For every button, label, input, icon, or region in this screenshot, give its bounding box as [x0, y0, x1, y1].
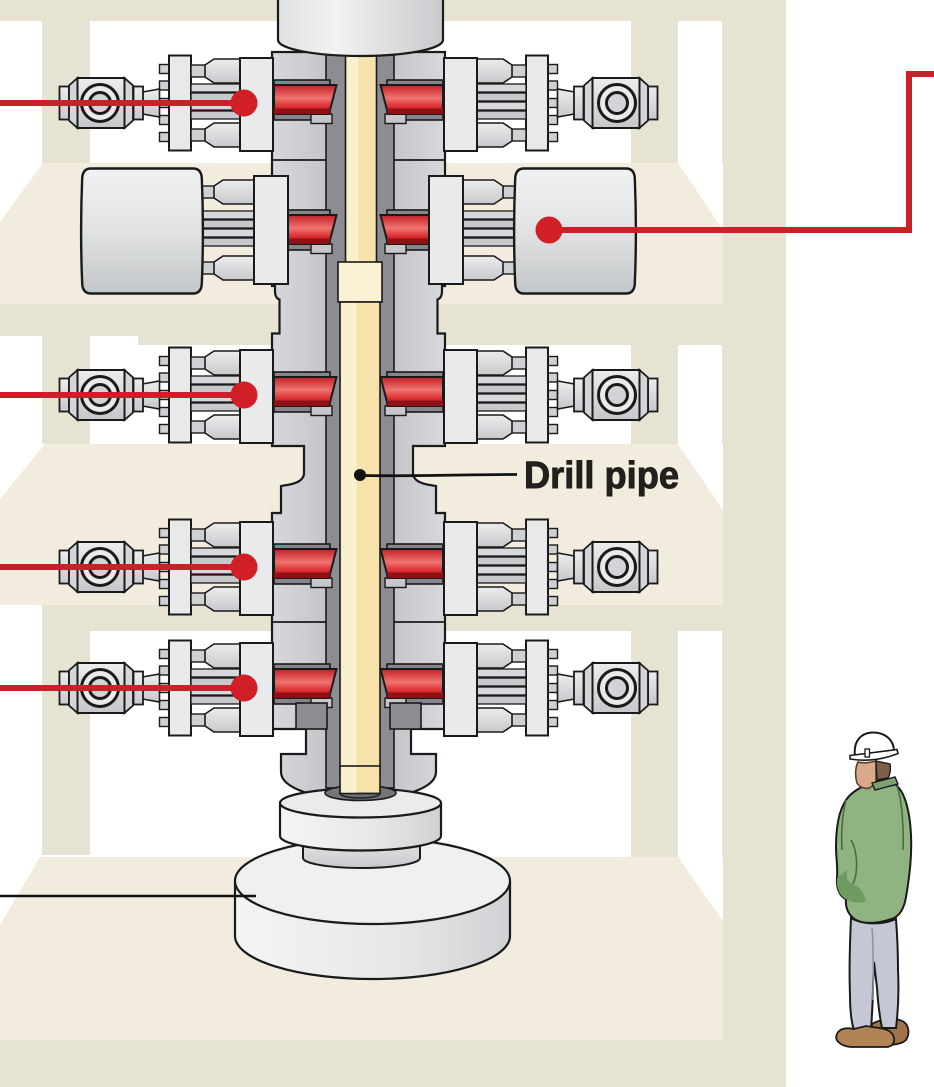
- svg-text:Drill pipe: Drill pipe: [524, 455, 679, 497]
